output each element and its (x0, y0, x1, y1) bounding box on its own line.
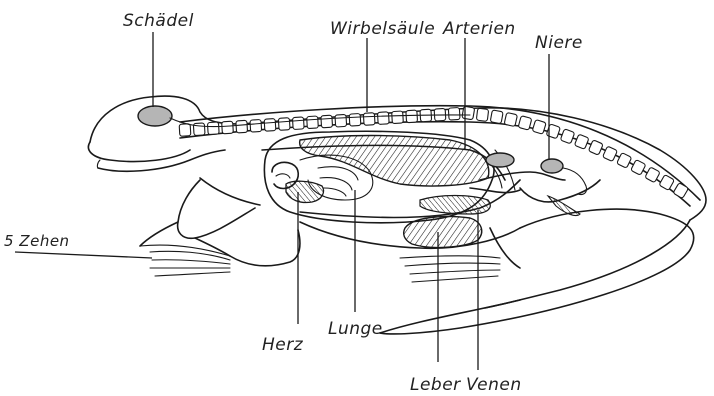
label-veins: Venen (466, 375, 522, 395)
vertebra (406, 110, 418, 123)
lung-organ (300, 136, 489, 187)
label-arteries: Arterien (442, 19, 516, 39)
label-kidney: Niere (535, 33, 583, 53)
vertebra (292, 117, 304, 130)
vertebra (673, 183, 689, 199)
vertebra (349, 113, 361, 126)
vertebra (490, 110, 503, 124)
vertebra (574, 134, 589, 149)
vertebra (222, 121, 234, 134)
vertebra (264, 119, 276, 132)
vertebra (602, 146, 617, 162)
vertebra (307, 116, 319, 129)
vertebra (392, 111, 404, 124)
vertebra (588, 140, 603, 155)
label-heart: Herz (262, 335, 304, 355)
vertebra (448, 107, 460, 120)
vertebra (193, 123, 205, 136)
label-liver: Leber (410, 375, 461, 395)
vertebra (617, 153, 632, 169)
vertebra (532, 120, 546, 135)
vertebra (179, 124, 191, 137)
vertebra (363, 113, 375, 126)
gut-organ (420, 196, 490, 215)
label-spine: Wirbelsäule (330, 19, 435, 39)
vertebra (335, 114, 347, 127)
vertebra (462, 106, 475, 120)
vertebra (476, 108, 488, 121)
label-lung: Lunge (328, 319, 383, 339)
ureter (563, 168, 587, 195)
gonad-organ (486, 153, 514, 167)
vertebra (659, 175, 674, 191)
vertebra (504, 112, 517, 126)
vertebra (377, 112, 389, 125)
vertebra (250, 119, 262, 132)
vertebra (321, 115, 333, 128)
skull-organ (138, 106, 172, 126)
kidney-organ (541, 159, 563, 173)
vertebra (207, 122, 219, 135)
vertebra (518, 116, 532, 130)
liver-organ (404, 216, 482, 247)
vertebra (560, 129, 575, 144)
vertebra (546, 124, 560, 139)
vertebra (278, 118, 290, 131)
label-toes: 5 Zehen (4, 232, 70, 250)
vertebra (236, 120, 248, 133)
label-skull: Schädel (123, 11, 194, 31)
vertebra (631, 160, 646, 176)
